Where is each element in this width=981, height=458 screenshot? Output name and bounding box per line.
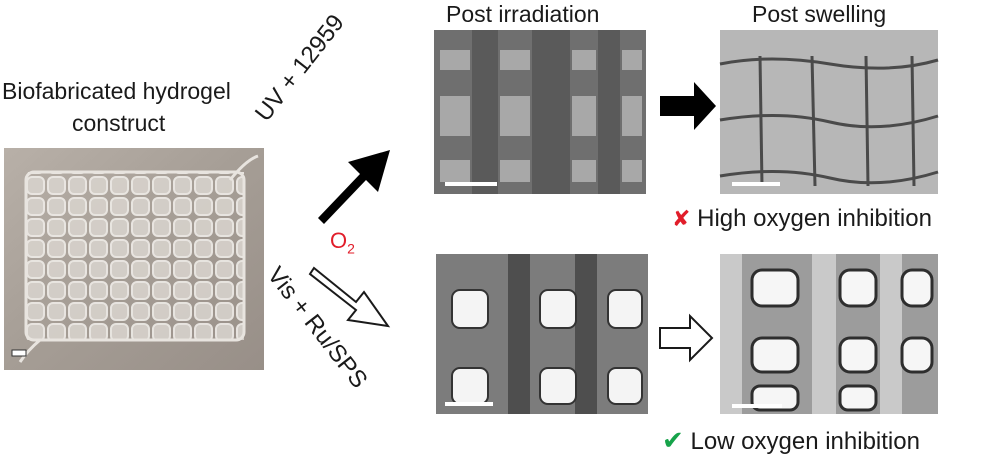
oxygen-label: O2 [330,228,355,256]
oxygen-symbol: O [330,228,348,253]
check-mark-icon: ✔ [662,425,684,455]
arrow-vis-next [659,313,714,363]
micrograph-vis-irradiation [436,254,648,414]
arrow-vis-route [308,266,391,328]
column-header-post-swelling: Post swelling [752,1,887,27]
left-title-line1: Biofabricated hydrogel [2,78,231,104]
oxygen-subscript: 2 [347,240,355,257]
x-mark-icon: ✘ [672,206,691,231]
arrow-uv-route [318,150,390,224]
scale-bar [445,402,493,406]
scale-bar [732,404,782,408]
result-high-text: High oxygen inhibition [697,205,932,232]
micrograph-uv-swelling [719,30,939,194]
micrograph-uv-irradiation [434,30,646,194]
left-title-line2: construct [72,110,166,136]
hydrogel-photo [4,148,264,370]
scale-bar [11,349,27,357]
result-high-row: ✘ High oxygen inhibition [672,205,932,233]
result-low-row: ✔ Low oxygen inhibition [662,425,920,456]
micrograph-vis-swelling [720,254,938,414]
column-header-post-irradiation: Post irradiation [446,1,600,27]
result-low-text: Low oxygen inhibition [690,428,920,455]
scale-bar [445,182,497,186]
scale-bar [732,182,780,186]
arrow-uv-next [660,82,716,130]
